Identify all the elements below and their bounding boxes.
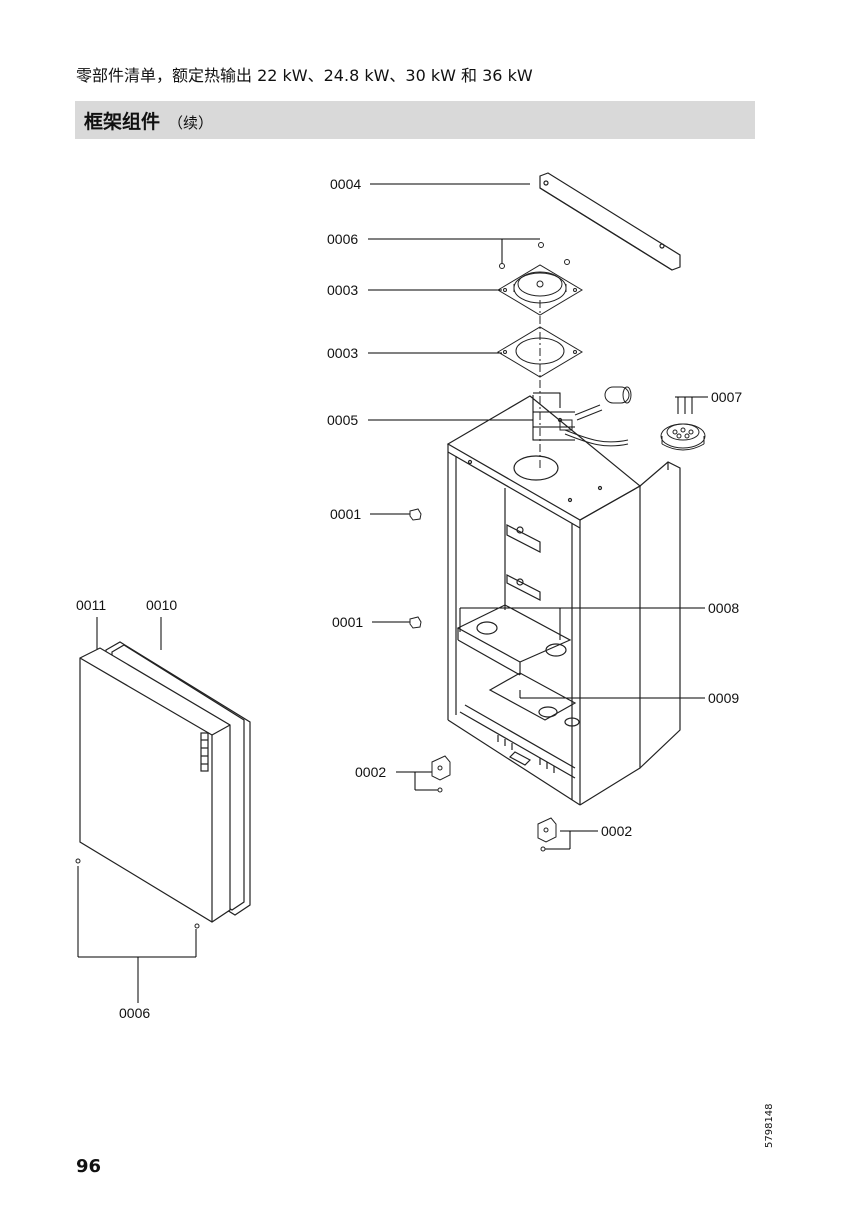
callout-0002-right: 0002: [601, 823, 633, 839]
flange-plate-0003-top: [497, 264, 583, 316]
clip-0001-bottom: [409, 616, 422, 629]
front-panel-assembly[interactable]: [79, 641, 251, 923]
hinge-0002-left: [431, 755, 451, 793]
callout-0011: 0011: [76, 597, 107, 613]
mounting-bracket-0004: [539, 172, 681, 271]
callout-0006-top: 0006: [327, 231, 359, 247]
callout-0001-bottom: 0001: [332, 614, 364, 630]
callout-0003-top: 0003: [327, 282, 359, 298]
components-0005: [559, 386, 632, 447]
hinge-0002-right: [537, 817, 557, 852]
section-continued: （续）: [168, 114, 214, 132]
callout-0005: 0005: [327, 412, 359, 428]
page-number: 96: [76, 1156, 102, 1177]
document-number: 5798148: [764, 1103, 775, 1148]
section-header-bar: 框架组件（续）: [75, 101, 755, 139]
callout-0009: 0009: [708, 690, 740, 706]
callout-0004: 0004: [330, 176, 362, 192]
callout-0010: 0010: [146, 597, 178, 613]
page-subtitle: 零部件清单，额定热输出 22 kW、24.8 kW、30 kW 和 36 kW: [76, 66, 533, 85]
screws-0006-top: [499, 242, 570, 269]
pressure-sensor-0007: [660, 423, 706, 451]
screws-0006-bottom: [75, 858, 200, 929]
callout-0006-bottom: 0006: [119, 1005, 151, 1021]
callout-0003-bottom: 0003: [327, 345, 359, 361]
clip-0001-top: [409, 508, 422, 521]
callout-0002-left: 0002: [355, 764, 387, 780]
section-title: 框架组件（续）: [84, 111, 214, 133]
main-casing[interactable]: [446, 395, 681, 806]
callout-0007: 0007: [711, 389, 743, 405]
leader-lines: [77, 183, 708, 1003]
callout-0008: 0008: [708, 600, 740, 616]
callout-0001-top: 0001: [330, 506, 362, 522]
